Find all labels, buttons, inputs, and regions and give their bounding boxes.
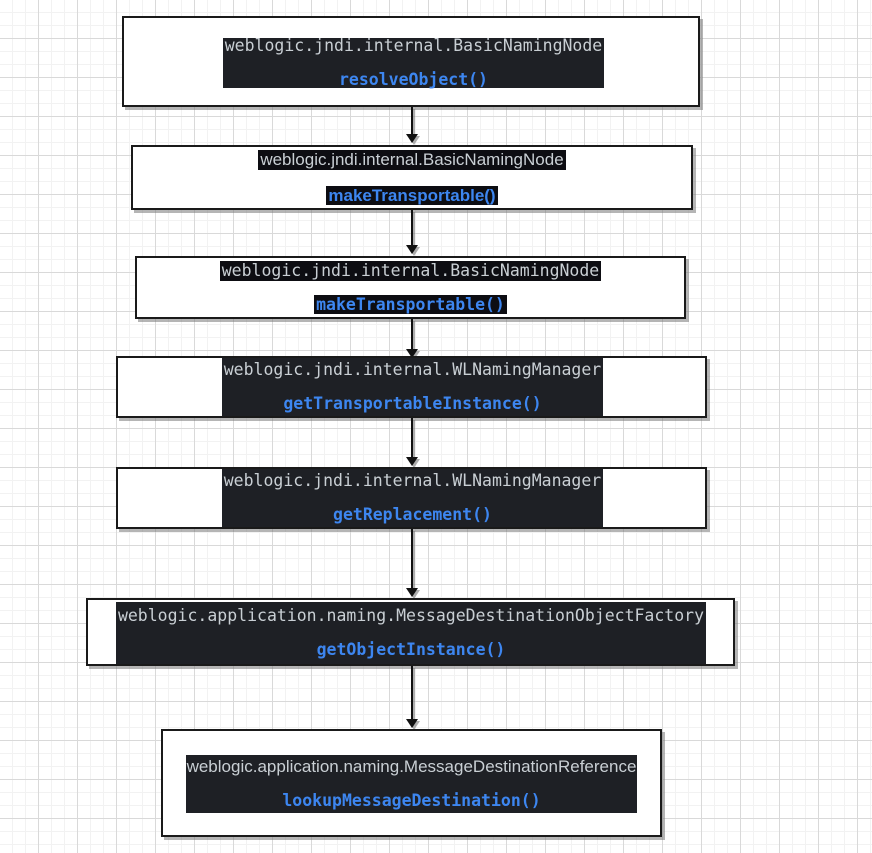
node-4-slab: weblogic.jndi.internal.WLNamingManager g… (222, 358, 603, 416)
node-2-class-name: weblogic.jndi.internal.BasicNamingNode (258, 149, 566, 170)
node-6-slab: weblogic.application.naming.MessageDesti… (116, 602, 706, 664)
call-stack-node-4[interactable]: weblogic.jndi.internal.WLNamingManager g… (116, 356, 707, 418)
node-4-class-name: weblogic.jndi.internal.WLNamingManager (223, 359, 602, 379)
node-5-class-name: weblogic.jndi.internal.WLNamingManager (223, 470, 602, 490)
node-6-class-name: weblogic.application.naming.MessageDesti… (117, 605, 705, 625)
node-2-method-name: makeTransportable() (326, 185, 498, 206)
call-stack-node-6[interactable]: weblogic.application.naming.MessageDesti… (86, 598, 735, 666)
node-3-class-name: weblogic.jndi.internal.BasicNamingNode (219, 261, 602, 281)
node-3-method-name: makeTransportable() (314, 294, 507, 314)
node-1-method-name: resolveObject() (338, 70, 488, 89)
node-6-method-name: getObjectInstance() (316, 640, 506, 659)
node-7-class-name: weblogic.application.naming.MessageDesti… (186, 757, 637, 777)
node-2-text-group: weblogic.jndi.internal.BasicNamingNode m… (133, 149, 691, 206)
call-stack-node-1[interactable]: weblogic.jndi.internal.BasicNamingNode r… (122, 16, 700, 107)
node-3-text-group: weblogic.jndi.internal.BasicNamingNode m… (137, 261, 684, 314)
node-7-method-name: lookupMessageDestination() (282, 791, 541, 811)
node-5-method-name: getReplacement() (333, 505, 492, 524)
node-1-class-name: weblogic.jndi.internal.BasicNamingNode (224, 35, 603, 55)
call-stack-node-2[interactable]: weblogic.jndi.internal.BasicNamingNode m… (131, 145, 693, 210)
call-stack-node-7[interactable]: weblogic.application.naming.MessageDesti… (161, 729, 662, 837)
node-5-slab: weblogic.jndi.internal.WLNamingManager g… (222, 469, 603, 527)
node-7-slab: weblogic.application.naming.MessageDesti… (186, 755, 637, 813)
node-4-method-name: getTransportableInstance() (283, 394, 542, 413)
call-stack-node-3[interactable]: weblogic.jndi.internal.BasicNamingNode m… (135, 256, 686, 319)
call-stack-node-5[interactable]: weblogic.jndi.internal.WLNamingManager g… (116, 467, 707, 529)
node-1-slab: weblogic.jndi.internal.BasicNamingNode r… (223, 35, 604, 89)
